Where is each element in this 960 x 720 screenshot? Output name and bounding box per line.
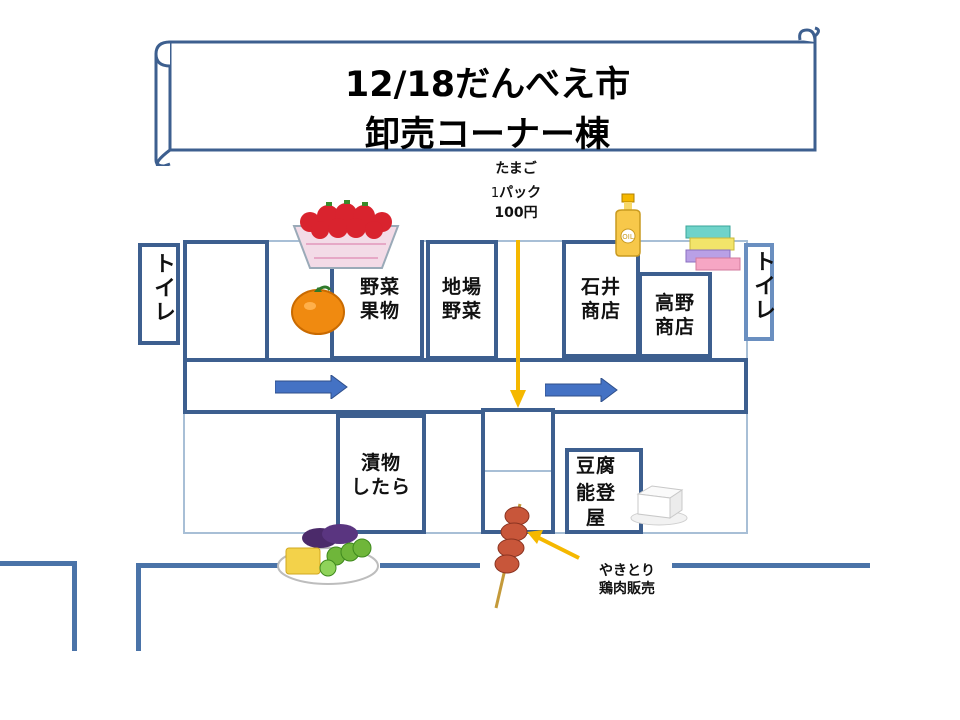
orange-icon <box>291 285 345 335</box>
eggs-label: たまご <box>495 161 537 177</box>
shop-ishii-label: 石井 商店 <box>580 276 621 322</box>
eggs-arrow-icon <box>510 240 526 408</box>
title-line-1: 12/18だんべえ市 <box>344 65 631 105</box>
eggs-pack-word: パック <box>499 185 542 201</box>
flow-arrow-right-icon <box>545 378 618 402</box>
shop-tofu-label-3: 屋 <box>585 507 606 529</box>
street-wall-left-down <box>72 561 77 651</box>
toilet-left-label: トイレ <box>150 252 175 324</box>
pickles-plate-icon <box>277 524 379 585</box>
toilet-right-label: トイレ <box>750 250 775 322</box>
oil-bottle-icon: OIL <box>615 193 641 257</box>
shop-takano-label: 高野 商店 <box>654 292 695 338</box>
main-corridor <box>183 358 748 414</box>
yakitori-stall-divider <box>485 470 551 472</box>
shop-local-vegetables <box>426 240 498 360</box>
shop-tofu-label-2: 能登 <box>575 482 616 504</box>
eggs-pack-num: 1 <box>490 186 500 201</box>
shop-vegetables-fruits-label: 野菜 果物 <box>359 276 400 322</box>
toilet-right <box>744 243 774 341</box>
flow-arrow-left-icon <box>275 375 348 399</box>
shop-takano <box>638 272 712 358</box>
title-banner: 12/18だんべえ市 卸売コーナー棟 <box>150 26 825 166</box>
eggs-price: 100円 <box>494 205 538 221</box>
shop-pickles-cod <box>336 414 426 534</box>
strawberry-basket-icon <box>292 200 400 269</box>
shop-local-vegetables-label: 地場 野菜 <box>441 276 482 322</box>
shop-tofu <box>565 448 643 534</box>
eggs-pack-label: 1パック <box>470 182 562 202</box>
shop-tofu-label-1: 豆腐 <box>575 455 616 477</box>
street-wall-mid-top <box>136 563 286 568</box>
street-wall-right <box>672 563 870 568</box>
shop-left-empty <box>183 240 269 362</box>
street-wall-mid-down <box>136 563 141 651</box>
shop-pickles-cod-label: 漬物 したら <box>350 452 411 498</box>
yakitori-label: やきとり 鶏肉販売 <box>599 563 655 598</box>
street-wall-left-top <box>0 561 76 566</box>
title-line-2: 卸売コーナー棟 <box>364 115 610 155</box>
street-wall-center <box>380 563 480 568</box>
oil-bottle-label: OIL <box>622 233 634 241</box>
yakitori-arrow-icon <box>527 530 580 560</box>
toilet-left <box>138 243 180 345</box>
tissue-boxes-icon <box>685 225 741 271</box>
tofu-icon <box>630 485 688 526</box>
yakitori-skewer-icon <box>494 503 530 609</box>
scroll-banner-shape <box>154 26 820 166</box>
